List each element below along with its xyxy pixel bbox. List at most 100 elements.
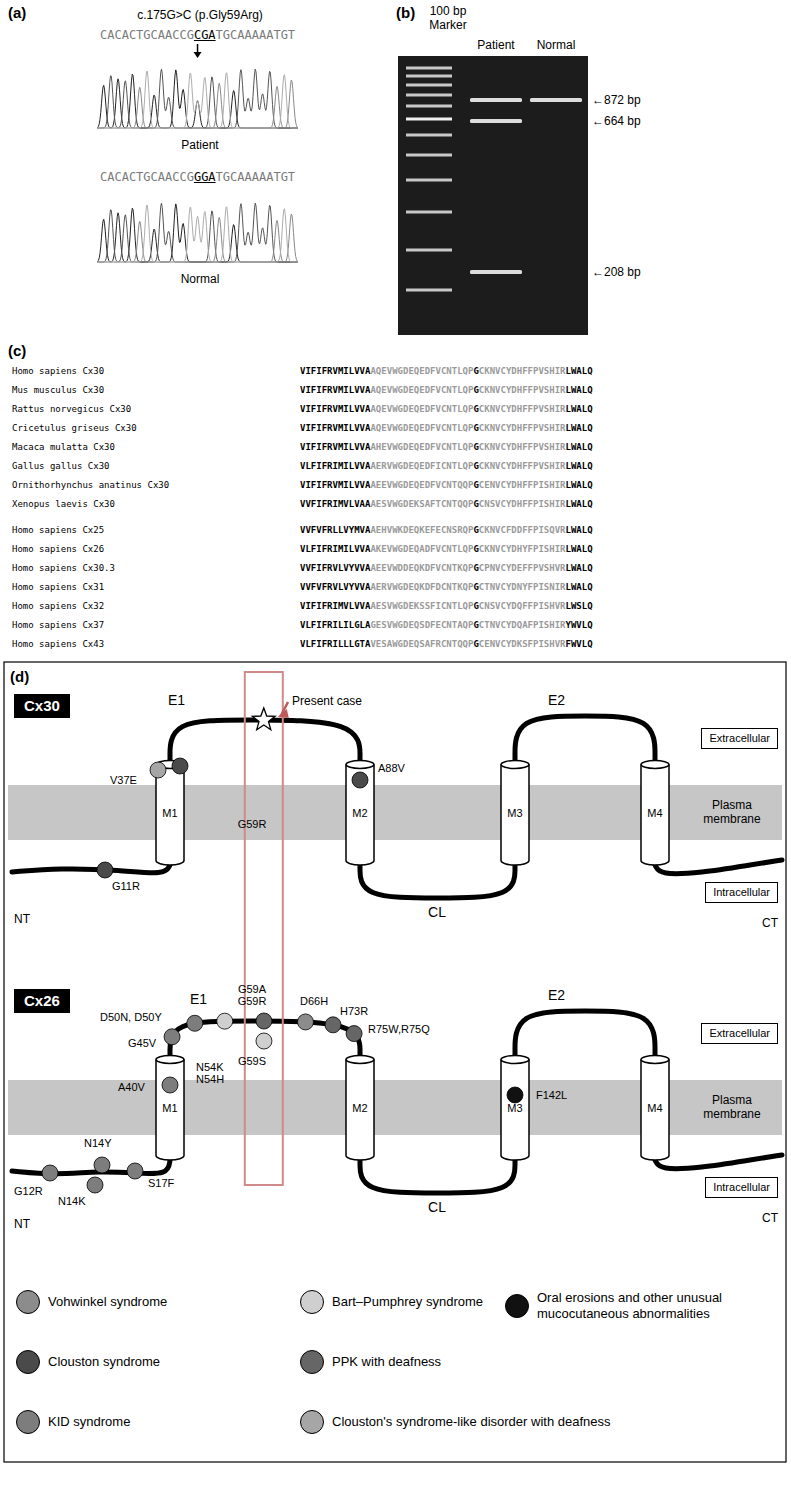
- compartment-label: Intracellular: [713, 1181, 770, 1193]
- sequence-segment: CTNVCYDNYFPISNIR: [479, 582, 566, 592]
- gel-band: [470, 270, 522, 274]
- label-holder: VIFIFRVMILVVAAQEVWGDEQEDFVCNTLQPGCKNVCYD…: [300, 366, 593, 377]
- label-holder: VLFIFRILILGLAGESVWGDEQSDFECNTAQPGCTNVCYD…: [300, 620, 593, 631]
- species-name: Homo sapiens Cx32: [12, 601, 104, 611]
- loop-name: E2: [548, 692, 565, 708]
- legend-swatch: [16, 1350, 40, 1374]
- mutation-label: V37E: [110, 774, 137, 786]
- membrane-label: Plasma membrane: [690, 799, 774, 827]
- sequence-segment: AESVWGDEKSSFICNTLQP: [370, 601, 473, 611]
- aligned-sequence: VVFIFRVLVYVVAAEEVWDDEQKDFVCNTKQPGCPNVCYD…: [300, 563, 593, 573]
- sequence-segment: CKNVCYDHFFPVSHIR: [479, 423, 566, 433]
- label-holder: Gallus gallus Cx30: [12, 461, 110, 472]
- lane-label: Normal: [537, 38, 576, 52]
- dna-sequence: CACACTGCAACCGCGATGCAAAAATGT: [100, 28, 295, 42]
- mutation-dot: [507, 1087, 523, 1103]
- compartment-box: Intracellular: [705, 1177, 778, 1198]
- mutation-label: F142L: [536, 1089, 567, 1101]
- sequence-segment: VVFVFRVLVYVVA: [300, 582, 370, 592]
- label-holder: VIFIFRVMILVVAAEEVWGDEQEDFVCNTQQPGCENVCYD…: [300, 480, 593, 491]
- cylinder-body: [641, 1060, 669, 1161]
- sequence-segment: LWALQ: [566, 404, 593, 414]
- label-holder: VVFVFRVLVYVVAAERVWGDEQKDFDCNTKQPGCTNVCYD…: [300, 582, 593, 593]
- label-holder: CT: [762, 916, 778, 930]
- aligned-sequence: VVFVFRLLVYMVAAEHVWKDEQKEFECNSRQPGCKNVCFD…: [300, 525, 593, 535]
- compartment-label: Extracellular: [709, 732, 770, 744]
- label-holder: ←664 bp: [592, 114, 641, 128]
- sequence-segment: CKNVCYDHFFPVSHIR: [479, 404, 566, 414]
- label-holder: Mus musculus Cx30: [12, 385, 104, 396]
- transmembrane-cylinder: M3: [500, 760, 530, 865]
- loop-label-holder: E2: [548, 987, 565, 1004]
- label-holder: Normal: [181, 272, 220, 286]
- mutation-dot: [217, 1013, 233, 1029]
- mutation-star: [252, 708, 275, 730]
- sequence-segment: G: [473, 601, 478, 611]
- loop-name: E1: [190, 991, 207, 1007]
- legend-text: KID syndrome: [48, 1414, 130, 1430]
- ladder-band: [406, 179, 452, 182]
- band-text-holder: Plasma membrane: [690, 1080, 774, 1135]
- loop-label-holder: E2: [548, 692, 565, 709]
- aligned-sequence: VIFIFRVMILVVAAHEVWGDEQEDFVCNTLQPGCKNVCYD…: [300, 442, 593, 452]
- protein-loop: [515, 1011, 655, 1055]
- callout-text: Present case: [292, 694, 362, 708]
- label-holder: G59A: [238, 983, 266, 996]
- mutation-dot: [256, 1033, 272, 1049]
- label-holder: N14K: [58, 1195, 86, 1208]
- mutation-dot: [97, 862, 113, 878]
- sequence-segment: AERVWGDEQKDFDCNTKQP: [370, 582, 473, 592]
- transmembrane-cylinder: M3: [500, 1055, 530, 1160]
- mutation-dot: [325, 1017, 341, 1033]
- label-holder: VIFIFRVMILVVAAQEVWGDEQEDFVCNTLQPGCKNVCYD…: [300, 404, 593, 415]
- label-holder: NT: [14, 912, 30, 926]
- segment-label: M1: [162, 1102, 177, 1114]
- cylinder-body: [156, 1060, 184, 1161]
- chromatogram-trace: [97, 205, 298, 262]
- sequence-segment: VLFIFRILLLGTA: [300, 639, 370, 649]
- band-size: ←208 bp: [592, 265, 641, 279]
- label-holder: (b): [396, 4, 415, 22]
- label-holder: ←872 bp: [592, 93, 641, 107]
- label-holder: (a): [8, 4, 26, 22]
- mutation-dot: [172, 758, 188, 774]
- mutation-label: G45V: [128, 1037, 156, 1049]
- sequence-segment: LWALQ: [566, 563, 593, 573]
- protein-title-box: Cx30: [14, 694, 70, 718]
- sequence-segment: CENVCYDKSFPISHVR: [479, 639, 566, 649]
- protein-name: Cx30: [24, 697, 60, 714]
- chromatogram-trace: [97, 70, 298, 128]
- segment-label: M2: [352, 807, 367, 819]
- legend-text: Bart–Pumphrey syndrome: [332, 1294, 483, 1310]
- sequence-segment: LWALQ: [566, 544, 593, 554]
- label-holder: Homo sapiens Cx30: [12, 366, 104, 377]
- mutation-dot: [162, 1077, 178, 1093]
- sequence-segment: CKNVCYDHFFPVSHIR: [479, 461, 566, 471]
- callout-arrowhead: [278, 709, 289, 718]
- protein-title-box: Cx26: [14, 989, 70, 1013]
- transmembrane-cylinder: M1: [155, 1055, 185, 1160]
- aligned-sequence: VLFIFRILILGLAGESVWGDEQSDFECNTAQPGCTNVCYD…: [300, 620, 593, 630]
- protein-loop: [515, 716, 655, 760]
- sequence-segment: CKNVCFDDFFPISQVR: [479, 525, 566, 535]
- species-name: Homo sapiens Cx31: [12, 582, 104, 592]
- transmembrane-cylinder: M2: [345, 1055, 375, 1160]
- sequence-segment: TGCAAAAATGT: [216, 170, 295, 184]
- sequence-segment: AQEVWGDEQEDFVCNTLQP: [370, 423, 473, 433]
- label-holder: Patient: [181, 138, 218, 152]
- cylinder-top: [641, 761, 669, 769]
- label-holder: F142L: [536, 1089, 567, 1102]
- mutation-label: D50N, D50Y: [100, 1011, 162, 1023]
- sequence-segment: VIFIFRVMILVVA: [300, 423, 370, 433]
- mutation-label: S17F: [148, 1177, 174, 1189]
- sequence-segment: G: [473, 499, 478, 509]
- band-text-holder: Plasma membrane: [690, 785, 774, 840]
- label-holder: VIFIFRVMILVVAAHEVWGDEQEDFVCNTLQPGCKNVCYD…: [300, 442, 593, 453]
- label-holder: VIFIFRVMILVVAAQEVWGDEQEDFVCNTLQPGCKNVCYD…: [300, 385, 593, 396]
- loop-label-holder: CL: [428, 1199, 446, 1216]
- panel-letter: (a): [8, 4, 26, 21]
- segment-label: M4: [647, 807, 662, 819]
- sequence-segment: LWSLQ: [566, 601, 593, 611]
